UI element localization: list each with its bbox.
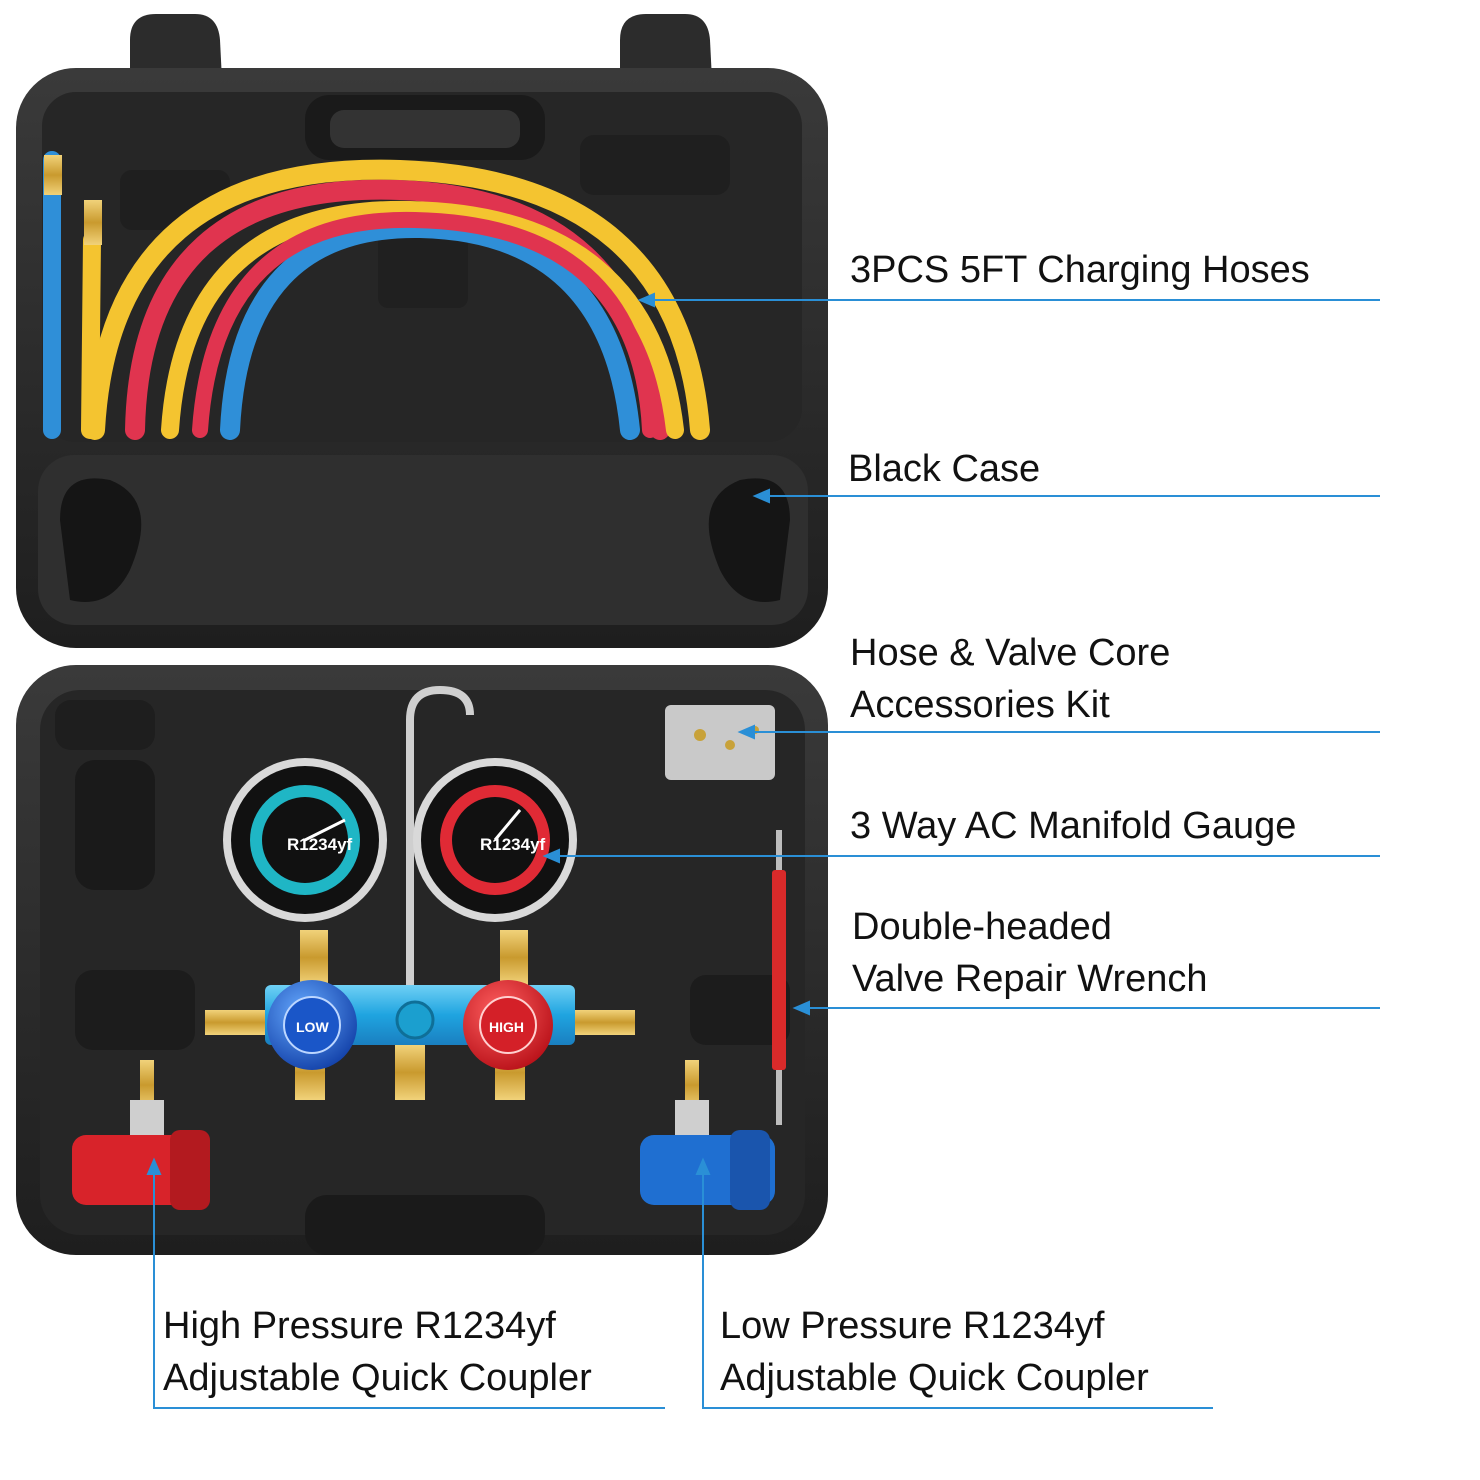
- low-pressure-gauge: R1234yf: [223, 758, 387, 922]
- label-accessories-line2: Accessories Kit: [850, 684, 1110, 726]
- label-accessories-kit: Hose & Valve Core Accessories Kit: [850, 627, 1170, 731]
- label-wrench-line1: Double-headed: [852, 906, 1112, 948]
- valve-repair-wrench: [772, 830, 786, 1125]
- high-gauge-face-label: R1234yf: [480, 835, 546, 854]
- label-wrench-line2: Valve Repair Wrench: [852, 958, 1208, 1000]
- low-gauge-face-label: R1234yf: [287, 835, 353, 854]
- label-repair-wrench: Double-headed Valve Repair Wrench: [852, 901, 1208, 1005]
- high-knob-label: HIGH: [489, 1019, 524, 1035]
- label-high-coupler-line1: High Pressure R1234yf: [163, 1305, 556, 1347]
- label-accessories-line1: Hose & Valve Core: [850, 632, 1171, 674]
- high-pressure-gauge: R1234yf: [413, 758, 577, 922]
- label-high-coupler-line2: Adjustable Quick Coupler: [163, 1357, 592, 1399]
- high-pressure-coupler: [72, 1060, 210, 1210]
- label-low-coupler: Low Pressure R1234yf Adjustable Quick Co…: [720, 1300, 1149, 1404]
- case-top-handles: [130, 14, 712, 80]
- charging-hoses: [43, 151, 710, 440]
- label-low-coupler-line2: Adjustable Quick Coupler: [720, 1357, 1149, 1399]
- low-knob-label: LOW: [296, 1019, 329, 1035]
- label-high-coupler: High Pressure R1234yf Adjustable Quick C…: [163, 1300, 592, 1404]
- label-charging-hoses: 3PCS 5FT Charging Hoses: [850, 249, 1310, 291]
- label-black-case: Black Case: [848, 448, 1041, 490]
- manifold-body: LOW HIGH: [205, 930, 635, 1100]
- label-low-coupler-line1: Low Pressure R1234yf: [720, 1305, 1105, 1347]
- callout-lines: [146, 292, 1380, 1409]
- label-manifold-gauge: 3 Way AC Manifold Gauge: [850, 805, 1297, 847]
- accessories-kit: [665, 705, 775, 780]
- manifold-hook: [406, 685, 474, 1000]
